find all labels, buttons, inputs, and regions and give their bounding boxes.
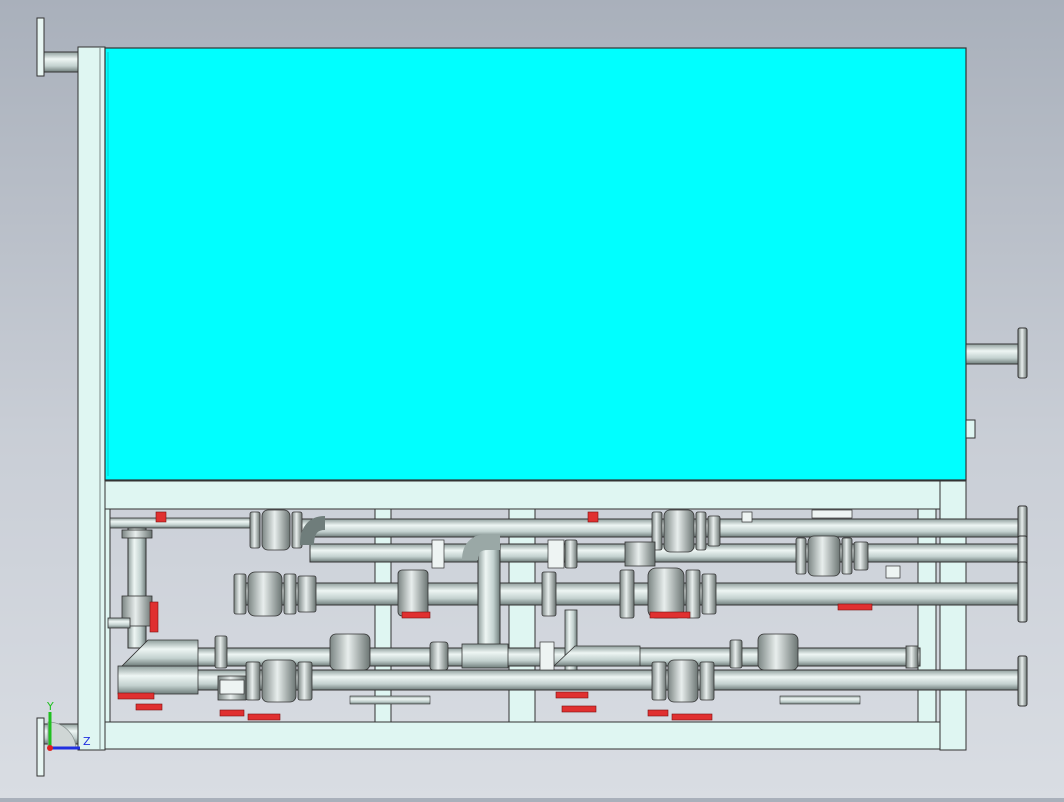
z-axis-label: Z bbox=[83, 735, 91, 748]
axis-triad: Y Z bbox=[46, 700, 91, 751]
coupling-group-row-3-left[interactable] bbox=[233, 571, 317, 617]
water-tank[interactable] bbox=[104, 47, 967, 481]
coupling-group-row-1-left[interactable] bbox=[249, 509, 303, 551]
valve-handles[interactable] bbox=[117, 511, 873, 721]
inlet-flange-top-left[interactable] bbox=[36, 17, 79, 77]
coupling-group-row-4[interactable] bbox=[214, 633, 799, 671]
coupling-group-row-1-right[interactable] bbox=[651, 509, 721, 553]
small-fittings bbox=[219, 509, 901, 695]
y-axis-label: Y bbox=[46, 700, 54, 713]
left-frame-post bbox=[77, 46, 106, 751]
coupling-group-row-3-right[interactable] bbox=[397, 567, 717, 619]
pipe-run-row-4[interactable] bbox=[144, 645, 921, 669]
axis-origin bbox=[47, 745, 53, 751]
vertical-pipe-left[interactable] bbox=[107, 527, 153, 649]
coupling-group-row-2[interactable] bbox=[564, 535, 869, 577]
tank-outlet-nozzle[interactable] bbox=[965, 327, 1028, 439]
elbow-fittings bbox=[121, 516, 861, 705]
